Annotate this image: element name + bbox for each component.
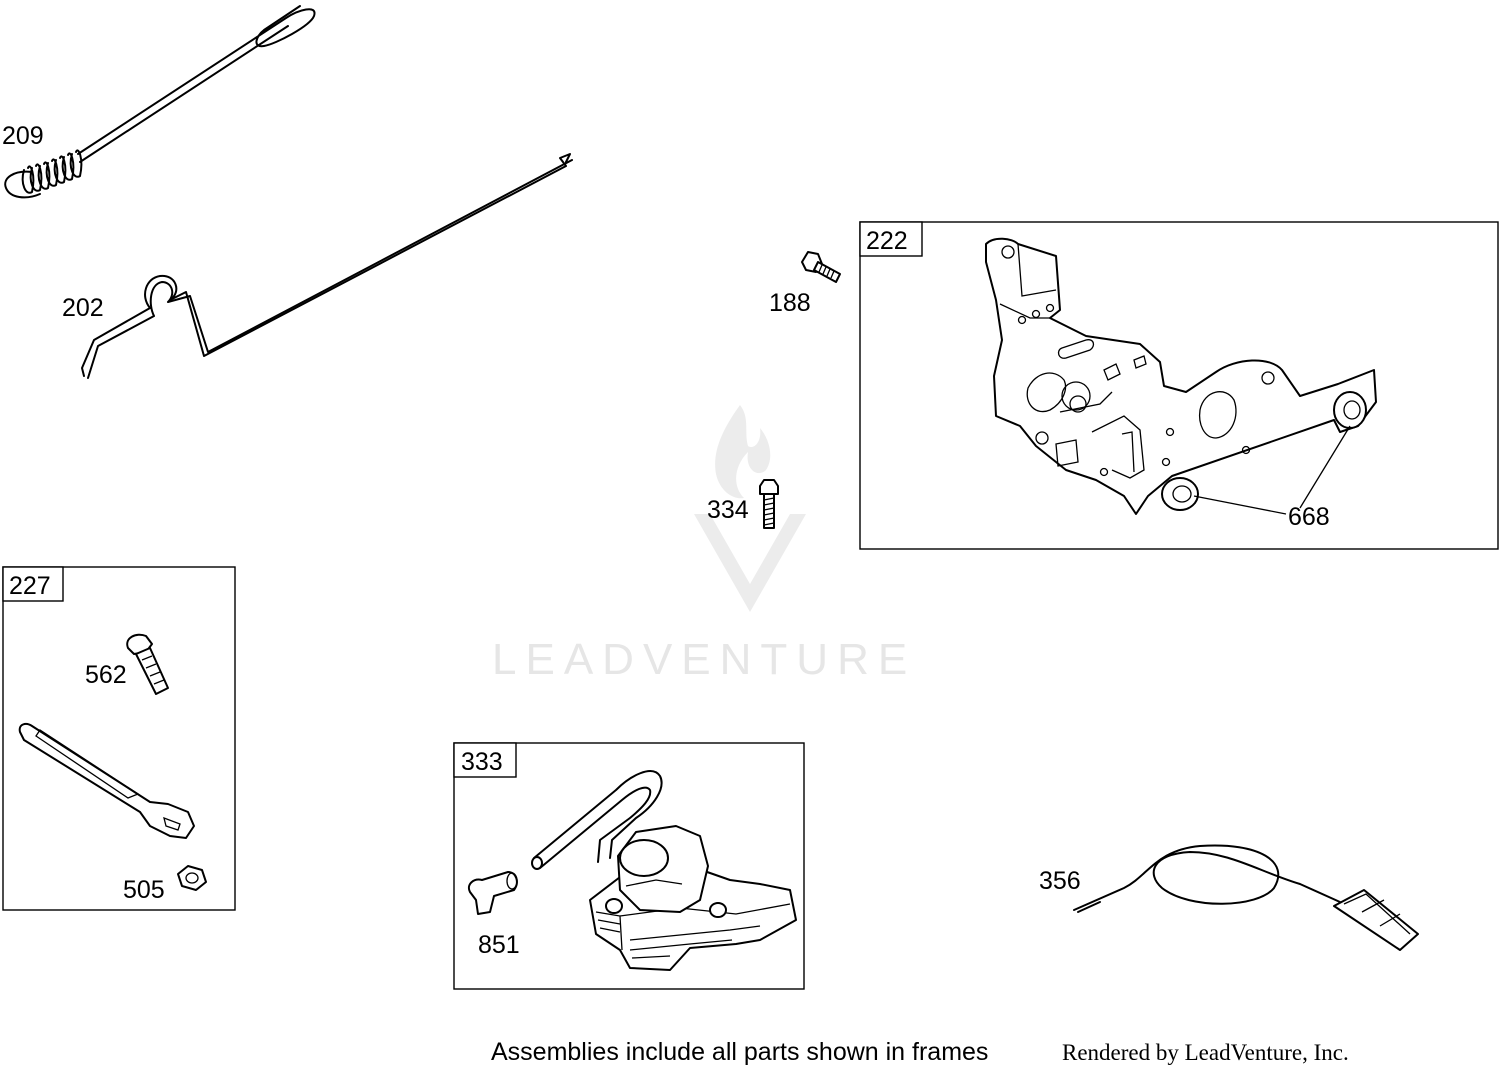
label-222: 222 bbox=[866, 227, 908, 255]
part-222-control-bracket bbox=[985, 237, 1377, 515]
label-334: 334 bbox=[707, 496, 749, 524]
footer-credit: Rendered by LeadVenture, Inc. bbox=[1062, 1040, 1349, 1065]
label-505: 505 bbox=[123, 876, 165, 904]
label-668: 668 bbox=[1288, 503, 1330, 531]
label-356: 356 bbox=[1039, 867, 1081, 895]
label-851: 851 bbox=[478, 931, 520, 959]
leader-668 bbox=[1193, 425, 1351, 515]
label-333: 333 bbox=[461, 748, 503, 776]
label-562: 562 bbox=[85, 661, 127, 689]
part-334-bolt bbox=[759, 479, 779, 529]
part-851-terminal bbox=[468, 871, 518, 915]
part-188-bolt bbox=[801, 251, 841, 283]
part-333-armature bbox=[531, 770, 797, 971]
part-227-bracket bbox=[18, 723, 195, 839]
watermark: LEADVENTURE bbox=[492, 405, 916, 684]
frame-333 bbox=[453, 742, 805, 990]
part-356-wire bbox=[1073, 844, 1419, 951]
part-202-rod bbox=[81, 153, 573, 379]
label-202: 202 bbox=[62, 294, 104, 322]
watermark-text: LEADVENTURE bbox=[492, 635, 916, 684]
frame-222 bbox=[859, 221, 1499, 550]
footer-note: Assemblies include all parts shown in fr… bbox=[491, 1038, 989, 1066]
part-562-screw bbox=[126, 633, 169, 695]
label-227: 227 bbox=[9, 572, 51, 600]
label-188: 188 bbox=[769, 289, 811, 317]
part-505-nut bbox=[177, 865, 207, 891]
part-209-spring bbox=[4, 5, 316, 199]
frame-227 bbox=[2, 566, 236, 911]
watermark-logo-icon bbox=[694, 405, 806, 612]
label-209: 209 bbox=[2, 122, 44, 150]
